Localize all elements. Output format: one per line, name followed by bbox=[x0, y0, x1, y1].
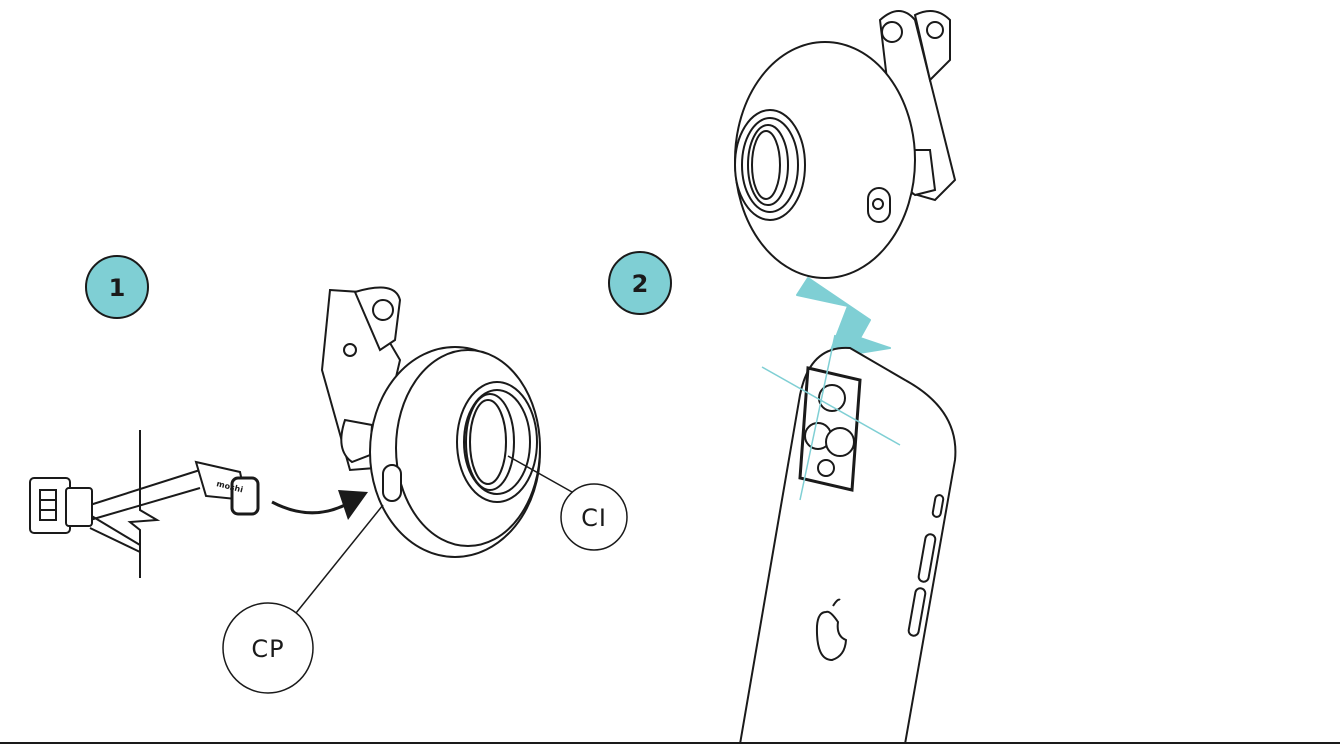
clip-lens-step-2 bbox=[734, 10, 957, 279]
wall-edge bbox=[127, 430, 161, 578]
step-1-badge: 1 bbox=[85, 255, 149, 319]
clip-lens-step-1 bbox=[320, 286, 541, 558]
step-2-badge: 2 bbox=[608, 251, 672, 315]
alignment-crosshair bbox=[761, 334, 901, 501]
usb-c-connector: moshi bbox=[194, 460, 260, 516]
callout-cp-label: CP bbox=[251, 635, 284, 663]
callout-ci-label: CI bbox=[581, 504, 607, 532]
usb-a-plug bbox=[29, 477, 93, 534]
callout-cp: CP bbox=[222, 504, 384, 694]
step-1-number: 1 bbox=[109, 274, 126, 302]
usb-cable bbox=[89, 469, 201, 553]
attach-arrow bbox=[796, 277, 891, 359]
callout-ci: CI bbox=[507, 455, 628, 551]
smartphone bbox=[739, 346, 957, 744]
plug-in-arrow bbox=[271, 490, 368, 520]
step-2-number: 2 bbox=[632, 270, 649, 298]
